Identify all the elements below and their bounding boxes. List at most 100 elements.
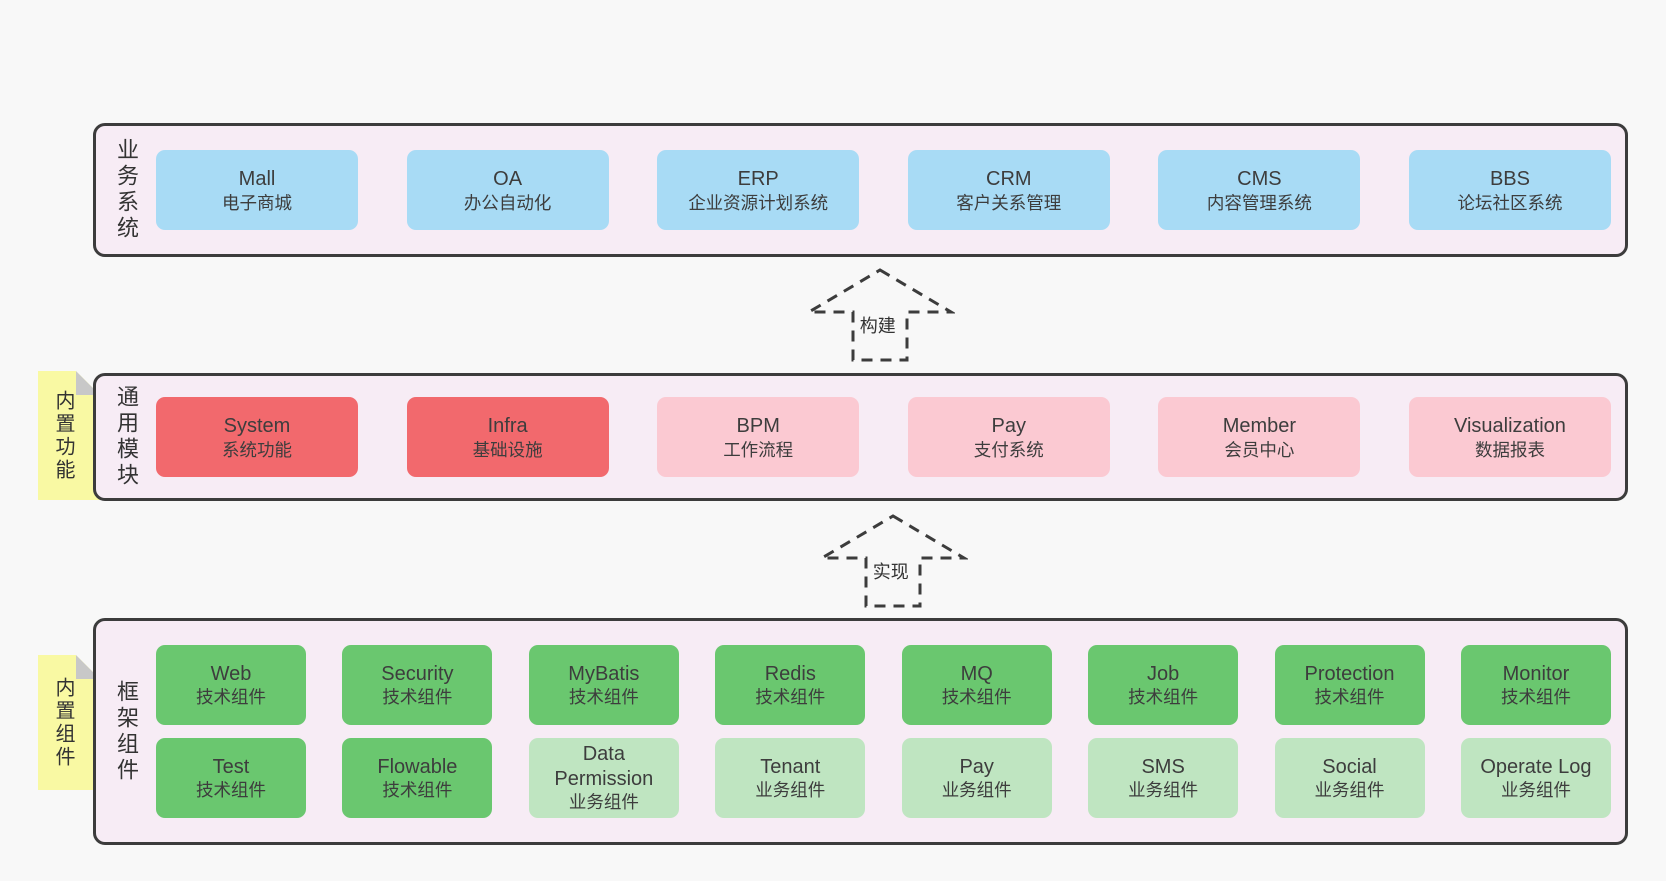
box-subtitle: 业务组件	[568, 792, 639, 813]
panel-content: Mall 电子商城 OA 办公自动化 ERP 企业资源计划系统 CRM 客户关系…	[156, 126, 1625, 254]
box-mybatis: MyBatis 技术组件	[528, 645, 679, 725]
box-subtitle: 技术组件	[941, 686, 1012, 707]
arrow-build: 构建	[803, 266, 957, 364]
box-title: Flowable	[377, 755, 458, 778]
box-monitor: Monitor 技术组件	[1460, 645, 1611, 725]
box-subtitle: 业务组件	[941, 779, 1012, 800]
box-title: Data Permission	[554, 743, 654, 791]
box-subtitle: 数据报表	[1474, 439, 1545, 460]
box-tenant: Tenant 业务组件	[715, 738, 866, 818]
box-title: MQ	[960, 662, 993, 685]
box-test: Test 技术组件	[156, 738, 306, 818]
box-data-permission: Data Permission 业务组件	[528, 738, 679, 818]
box-subtitle: 支付系统	[973, 439, 1044, 460]
note-label: 内置功能	[52, 389, 74, 482]
arrow-implement: 实现	[816, 512, 970, 610]
box-member: Member 会员中心	[1158, 397, 1361, 477]
box-oa: OA 办公自动化	[406, 150, 609, 230]
box-security: Security 技术组件	[342, 645, 493, 725]
box-title: Member	[1222, 414, 1297, 437]
box-bbs: BBS 论坛社区系统	[1408, 150, 1611, 230]
box-subtitle: 技术组件	[568, 686, 639, 707]
box-subtitle: 办公自动化	[463, 192, 552, 213]
box-title: Infra	[487, 414, 528, 437]
box-title: BBS	[1489, 167, 1530, 190]
box-erp: ERP 企业资源计划系统	[657, 150, 860, 230]
box-subtitle: 会员中心	[1224, 439, 1295, 460]
component-row-2: Test 技术组件 Flowable 技术组件 Data Permission …	[156, 738, 1611, 818]
panel-business-systems: 业务系统 Mall 电子商城 OA 办公自动化 ERP 企业资源计划系统 CRM…	[93, 123, 1628, 257]
box-title: Mall	[238, 167, 276, 190]
box-title: Tenant	[760, 755, 821, 778]
panel-framework-components: 框架组件 Web 技术组件 Security 技术组件 MyBatis 技术组件…	[93, 618, 1628, 845]
panel-title: 业务系统	[96, 126, 156, 254]
box-visualization: Visualization 数据报表	[1408, 397, 1611, 477]
box-mall: Mall 电子商城	[156, 150, 358, 230]
sticky-note-built-in-components: 内置组件	[38, 655, 100, 790]
box-redis: Redis 技术组件	[715, 645, 866, 725]
panel-content: System 系统功能 Infra 基础设施 BPM 工作流程 Pay 支付系统…	[156, 376, 1625, 498]
panel-common-modules: 通用模块 System 系统功能 Infra 基础设施 BPM 工作流程 Pay…	[93, 373, 1628, 501]
box-crm: CRM 客户关系管理	[907, 150, 1110, 230]
box-subtitle: 技术组件	[382, 686, 453, 707]
box-title: Operate Log	[1480, 755, 1592, 778]
box-bpm: BPM 工作流程	[657, 397, 860, 477]
box-title: SMS	[1141, 755, 1185, 778]
box-title: Monitor	[1502, 662, 1570, 685]
box-subtitle: 技术组件	[1128, 686, 1199, 707]
box-subtitle: 技术组件	[382, 779, 453, 800]
panel-title-text: 框架组件	[114, 679, 139, 784]
box-title: Test	[212, 755, 250, 778]
box-operate-log: Operate Log 业务组件	[1460, 738, 1611, 818]
box-subtitle: 业务组件	[1128, 779, 1199, 800]
box-infra: Infra 基础设施	[406, 397, 609, 477]
arrow-label: 构建	[855, 310, 900, 340]
box-pay-component: Pay 业务组件	[901, 738, 1052, 818]
box-social: Social 业务组件	[1274, 738, 1425, 818]
box-subtitle: 技术组件	[196, 779, 266, 800]
box-title: Protection	[1304, 662, 1395, 685]
note-label: 内置组件	[52, 676, 74, 769]
sticky-note-built-in-features: 内置功能	[38, 371, 100, 500]
box-subtitle: 技术组件	[755, 686, 826, 707]
box-title: Redis	[764, 662, 816, 685]
box-job: Job 技术组件	[1088, 645, 1239, 725]
box-subtitle: 内容管理系统	[1206, 192, 1312, 213]
box-title: ERP	[737, 167, 779, 190]
box-subtitle: 技术组件	[196, 686, 266, 707]
box-subtitle: 电子商城	[222, 192, 292, 213]
box-title: Visualization	[1454, 414, 1566, 437]
box-subtitle: 企业资源计划系统	[688, 192, 829, 213]
arrow-label: 实现	[868, 556, 913, 586]
panel-title: 通用模块	[96, 376, 156, 498]
box-title: Security	[381, 662, 454, 685]
box-subtitle: 业务组件	[1314, 779, 1385, 800]
box-subtitle: 客户关系管理	[956, 192, 1062, 213]
box-title: Social	[1322, 755, 1377, 778]
box-subtitle: 业务组件	[755, 779, 826, 800]
box-sms: SMS 业务组件	[1088, 738, 1239, 818]
box-title: Job	[1146, 662, 1180, 685]
box-title: System	[223, 414, 291, 437]
box-flowable: Flowable 技术组件	[342, 738, 493, 818]
box-web: Web 技术组件	[156, 645, 306, 725]
box-subtitle: 技术组件	[1314, 686, 1385, 707]
box-protection: Protection 技术组件	[1274, 645, 1425, 725]
box-subtitle: 论坛社区系统	[1457, 192, 1563, 213]
box-subtitle: 基础设施	[472, 439, 543, 460]
component-row-1: Web 技术组件 Security 技术组件 MyBatis 技术组件 Redi…	[156, 645, 1611, 725]
panel-title: 框架组件	[96, 621, 156, 842]
box-mq: MQ 技术组件	[901, 645, 1052, 725]
box-title: MyBatis	[568, 662, 640, 685]
box-title: Web	[210, 662, 252, 685]
box-title: OA	[493, 167, 523, 190]
box-subtitle: 业务组件	[1500, 779, 1571, 800]
panel-title-text: 通用模块	[114, 385, 139, 489]
panel-content: Web 技术组件 Security 技术组件 MyBatis 技术组件 Redi…	[156, 621, 1625, 842]
box-subtitle: 系统功能	[222, 439, 292, 460]
box-title: CMS	[1237, 167, 1282, 190]
box-pay: Pay 支付系统	[907, 397, 1110, 477]
box-subtitle: 工作流程	[723, 439, 794, 460]
box-cms: CMS 内容管理系统	[1158, 150, 1361, 230]
